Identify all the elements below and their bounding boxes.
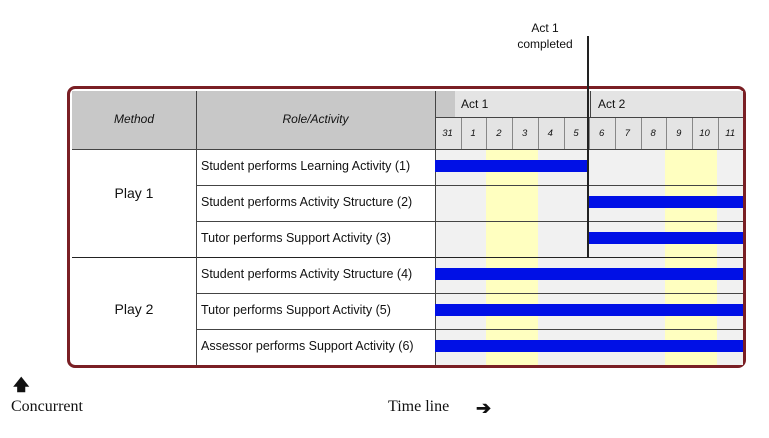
day-divider <box>692 118 693 149</box>
activity-bar-3 <box>589 232 743 244</box>
activity-bar-5 <box>435 304 743 316</box>
day-label: 10 <box>699 128 710 139</box>
row-label-3: Tutor performs Support Activity (3) <box>201 231 391 245</box>
method-header-cell <box>72 91 196 149</box>
up-arrow-icon: 🡅 <box>13 377 30 394</box>
day-label: 4 <box>547 128 553 139</box>
day-divider <box>486 118 487 149</box>
day-label: 11 <box>725 128 736 139</box>
day-divider <box>718 118 719 149</box>
activity-bar-1 <box>435 160 589 172</box>
day-label: 7 <box>624 128 631 139</box>
day-label: 1 <box>470 128 476 139</box>
day-divider <box>666 118 667 149</box>
day-label: 8 <box>650 128 656 139</box>
play2-label: Play 2 <box>114 301 154 317</box>
day-divider <box>641 118 642 149</box>
activity-bar-6 <box>435 340 743 352</box>
annotation-line1: Act 1 <box>531 21 559 35</box>
row-label-6: Assessor performs Support Activity (6) <box>201 339 414 353</box>
day-label: 5 <box>573 128 579 139</box>
activity-bar-2 <box>589 196 743 208</box>
row-label-1: Student performs Learning Activity (1) <box>201 159 411 173</box>
play1-label: Play 1 <box>114 185 154 201</box>
day-divider <box>589 118 590 149</box>
role-activity-header: Role/Activity <box>282 112 349 126</box>
act1-completed-line <box>587 36 589 258</box>
day-label: 31 <box>442 128 453 139</box>
day-label: 3 <box>521 128 528 139</box>
day-label: 9 <box>676 128 682 139</box>
row-label-5: Tutor performs Support Activity (5) <box>201 303 391 317</box>
activity-bar-4 <box>435 268 743 280</box>
day-divider <box>512 118 513 149</box>
act2-header: Act 2 <box>598 97 626 111</box>
timeline-label: Time line <box>388 398 450 415</box>
day-divider <box>461 118 462 149</box>
right-arrow-icon: ➔ <box>476 398 492 418</box>
row-label-2: Student performs Activity Structure (2) <box>201 195 413 209</box>
method-header: Method <box>113 112 155 126</box>
concurrent-label: Concurrent <box>11 398 83 415</box>
act1-header: Act 1 <box>461 97 489 111</box>
role-header-cell <box>196 91 435 149</box>
day-label: 2 <box>496 128 502 139</box>
act-header-band <box>455 91 743 117</box>
day-divider <box>564 118 565 149</box>
act-header-corner <box>435 91 455 117</box>
day-label: 6 <box>599 128 605 139</box>
annotation-line2: completed <box>517 37 573 51</box>
day-divider <box>615 118 616 149</box>
act1-completed-annotation: Act 1 completed <box>505 20 585 52</box>
row-label-4: Student performs Activity Structure (4) <box>201 267 413 281</box>
day-divider <box>538 118 539 149</box>
